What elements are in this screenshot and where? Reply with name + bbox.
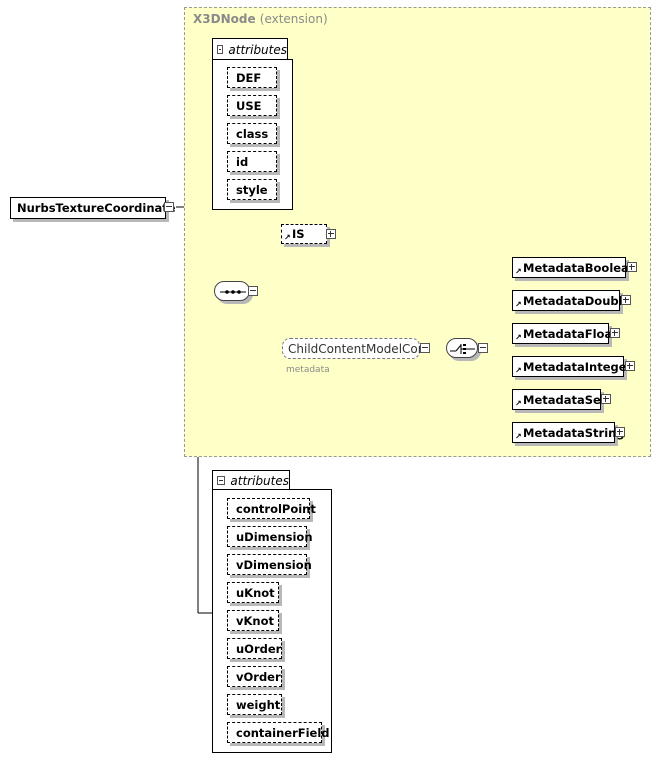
expand-metadata-string-icon[interactable] xyxy=(615,427,625,437)
own-attributes-tab-label: attributes xyxy=(230,473,289,488)
collapse-choice-icon[interactable] xyxy=(478,343,488,353)
attribute-v-knot[interactable]: vKnot xyxy=(227,610,279,631)
extension-title: X3DNode (extension) xyxy=(193,12,328,26)
reference-arrow-icon: ↗ xyxy=(515,399,522,408)
child-core-label: ChildContentModelCore xyxy=(288,341,430,356)
attribute-id[interactable]: id xyxy=(227,151,277,172)
reference-arrow-icon: ↗ xyxy=(515,333,522,342)
choice-compositor[interactable] xyxy=(446,338,478,358)
attribute-use[interactable]: USE xyxy=(227,95,277,116)
expand-metadata-double-icon[interactable] xyxy=(621,295,631,305)
attribute-u-knot[interactable]: uKnot xyxy=(227,582,279,603)
attribute-v-dimension[interactable]: vDimension xyxy=(227,554,312,575)
expand-metadata-integer-icon[interactable] xyxy=(625,361,635,371)
child-core-caption: metadata xyxy=(286,365,330,375)
reference-arrow-icon: ↗ xyxy=(284,233,291,242)
collapse-sequence-icon[interactable] xyxy=(248,286,258,296)
child-content-model-core[interactable]: ChildContentModelCore xyxy=(282,338,430,359)
attribute-def[interactable]: DEF xyxy=(227,67,277,88)
choice-icon xyxy=(450,344,475,354)
metadata-float-node[interactable]: ↗ MetadataFloat xyxy=(512,323,618,344)
base-type-qualifier: (extension) xyxy=(259,12,328,26)
collapse-attributes-icon[interactable] xyxy=(217,45,224,54)
metadata-string-node[interactable]: ↗ MetadataString xyxy=(512,422,625,443)
root-element-node[interactable]: NurbsTextureCoordinate xyxy=(10,197,176,219)
metadata-integer-node[interactable]: ↗ MetadataInteger xyxy=(512,356,632,377)
inherited-attributes-tab-label: attributes xyxy=(228,42,287,57)
attribute-weight[interactable]: weight xyxy=(227,694,282,715)
sequence-compositor[interactable] xyxy=(214,281,250,301)
attribute-v-order[interactable]: vOrder xyxy=(227,666,282,687)
attribute-u-dimension[interactable]: uDimension xyxy=(227,526,313,547)
expand-metadata-float-icon[interactable] xyxy=(610,328,620,338)
metadata-boolean-node[interactable]: ↗ MetadataBoolean xyxy=(512,257,637,278)
metadata-double-node[interactable]: ↗ MetadataDouble xyxy=(512,290,630,311)
collapse-root-icon[interactable] xyxy=(164,202,174,212)
reference-arrow-icon: ↗ xyxy=(515,267,522,276)
base-type-name: X3DNode xyxy=(193,12,256,26)
metadata-set-node[interactable]: ↗ MetadataSet xyxy=(512,389,606,410)
attribute-class[interactable]: class xyxy=(227,123,277,144)
expand-metadata-boolean-icon[interactable] xyxy=(627,262,637,272)
attribute-control-point[interactable]: controlPoint xyxy=(227,498,316,519)
sequence-icon xyxy=(220,290,246,294)
root-element-label: NurbsTextureCoordinate xyxy=(17,201,176,215)
attribute-style[interactable]: style xyxy=(227,179,277,200)
reference-arrow-icon: ↗ xyxy=(515,432,522,441)
attribute-container-field[interactable]: containerField xyxy=(227,722,330,743)
reference-arrow-icon: ↗ xyxy=(515,300,522,309)
reference-arrow-icon: ↗ xyxy=(515,366,522,375)
expand-metadata-set-icon[interactable] xyxy=(601,394,611,404)
expand-is-icon[interactable] xyxy=(326,229,336,239)
attribute-u-order[interactable]: uOrder xyxy=(227,638,282,659)
collapse-attributes-icon[interactable] xyxy=(217,476,226,485)
inherited-attributes-tab[interactable]: attributes xyxy=(212,38,288,60)
own-attributes-tab[interactable]: attributes xyxy=(212,470,290,490)
collapse-child-core-icon[interactable] xyxy=(420,343,430,353)
is-element-node[interactable]: ↗ IS xyxy=(281,224,327,244)
is-element-label: IS xyxy=(292,227,305,241)
